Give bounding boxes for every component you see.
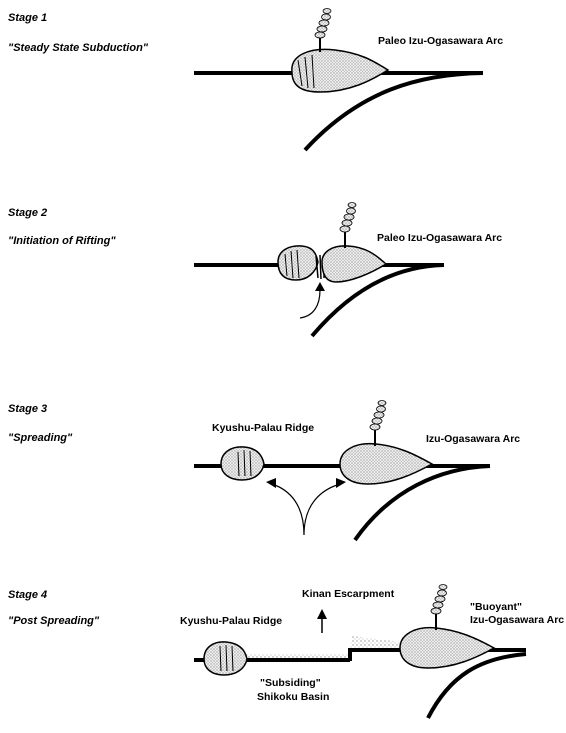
basin-sediment [246, 654, 350, 658]
stage-3-title: "Spreading" [8, 432, 73, 444]
arrow-head-icon [315, 282, 325, 291]
spreading-arrows [272, 484, 340, 535]
stage-1-arc-label: Paleo Izu-Ogasawara Arc [378, 35, 503, 47]
stage-3: Stage 3 "Spreading" Kyushu-Palau Ridge I… [8, 401, 520, 541]
stage-4: Stage 4 "Post Spreading" Kinan Escarpmen… [8, 585, 564, 719]
stage-4-arc-label-1: "Buoyant" [470, 601, 522, 613]
kinan-escarpment [350, 650, 400, 661]
stage-4-label: Stage 4 [8, 589, 47, 601]
stage-3-label: Stage 3 [8, 403, 47, 415]
upwelling-arrow [300, 290, 320, 318]
stage-3-arc-label: Izu-Ogasawara Arc [426, 433, 520, 445]
stage-1-title: "Steady State Subduction" [8, 42, 149, 54]
arc-body [400, 628, 494, 668]
stage-4-basin-label-2: Shikoku Basin [257, 691, 329, 703]
escarpment-sediment [350, 636, 400, 648]
stage-2-arc-label: Paleo Izu-Ogasawara Arc [377, 232, 502, 244]
arrow-right-icon [336, 478, 346, 488]
arrow-left-icon [266, 478, 276, 488]
stage-4-basin-label-1: "Subsiding" [260, 677, 321, 689]
volcano-icon [315, 9, 331, 53]
arrow-up-icon [317, 609, 327, 619]
stage-4-ridge-label: Kyushu-Palau Ridge [180, 615, 282, 627]
stage-1: Stage 1 "Steady State Subduction" Paleo … [8, 9, 503, 151]
stage-1-label: Stage 1 [8, 12, 47, 24]
stage-4-title: "Post Spreading" [8, 615, 100, 627]
volcano-icon [340, 203, 356, 249]
stage-2-label: Stage 2 [8, 207, 47, 219]
arc-right-half [322, 246, 386, 282]
stage-2: Stage 2 "Initiation of Rifting" Paleo Iz… [8, 203, 502, 337]
stage-3-ridge-label: Kyushu-Palau Ridge [212, 422, 314, 434]
volcano-icon [431, 585, 447, 631]
stage-4-escarpment-label: Kinan Escarpment [302, 588, 395, 600]
volcano-icon [370, 401, 386, 447]
remnant-ridge [204, 642, 247, 675]
arc-body [340, 444, 432, 484]
remnant-ridge [221, 447, 264, 480]
stage-4-arc-label-2: Izu-Ogasawara Arc [470, 614, 564, 626]
stage-2-title: "Initiation of Rifting" [8, 235, 116, 247]
